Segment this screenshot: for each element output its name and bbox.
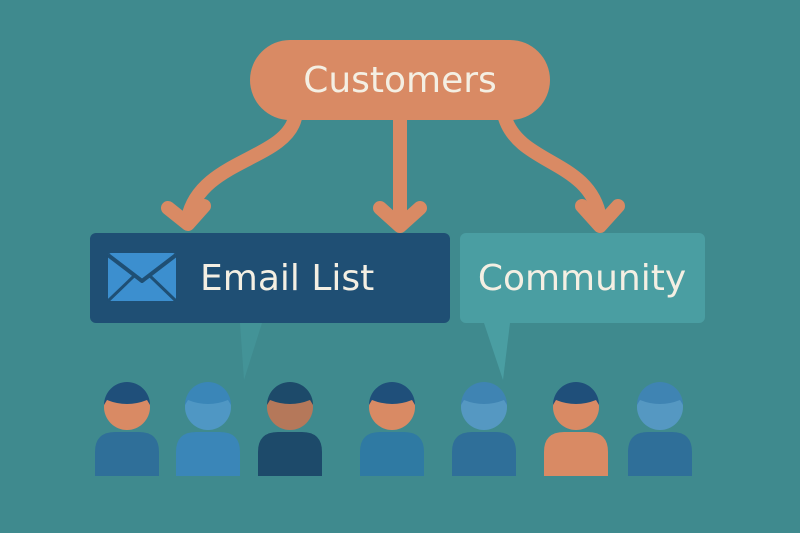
person-icon [176, 382, 240, 476]
person-hair [104, 382, 150, 405]
root-node: Customers [250, 40, 550, 120]
person-hair [637, 382, 683, 405]
person-body [258, 432, 322, 476]
email-list-node: Email List [90, 233, 450, 380]
person-body [95, 432, 159, 476]
person-hair [185, 382, 231, 405]
person-icon [628, 382, 692, 476]
person-icon [95, 382, 159, 476]
connector-arrows [161, 111, 625, 233]
person-body [176, 432, 240, 476]
person-icon [258, 382, 322, 476]
arrowhead-community [575, 199, 625, 233]
community-box [460, 233, 705, 323]
root-node-box [250, 40, 550, 120]
community-node: Community [460, 233, 705, 380]
email-list-label: Email List [200, 258, 374, 299]
person-body [452, 432, 516, 476]
community-label: Community [478, 258, 686, 299]
people-row [95, 382, 692, 476]
root-node-label: Customers [303, 60, 497, 101]
arrowhead-email-list [161, 199, 211, 231]
person-icon [544, 382, 608, 476]
arrow-to-email-list [181, 111, 302, 225]
person-body [544, 432, 608, 476]
email-list-tail [240, 323, 262, 380]
arrowhead-center [373, 201, 427, 233]
person-icon [360, 382, 424, 476]
person-body [360, 432, 424, 476]
person-hair [267, 382, 313, 405]
envelope-icon [106, 253, 178, 303]
community-tail [484, 323, 510, 380]
email-list-box [90, 233, 450, 323]
person-hair [461, 382, 507, 405]
person-icon [452, 382, 516, 476]
arrow-to-community [498, 111, 607, 225]
person-hair [369, 382, 415, 405]
person-hair [553, 382, 599, 405]
person-body [628, 432, 692, 476]
